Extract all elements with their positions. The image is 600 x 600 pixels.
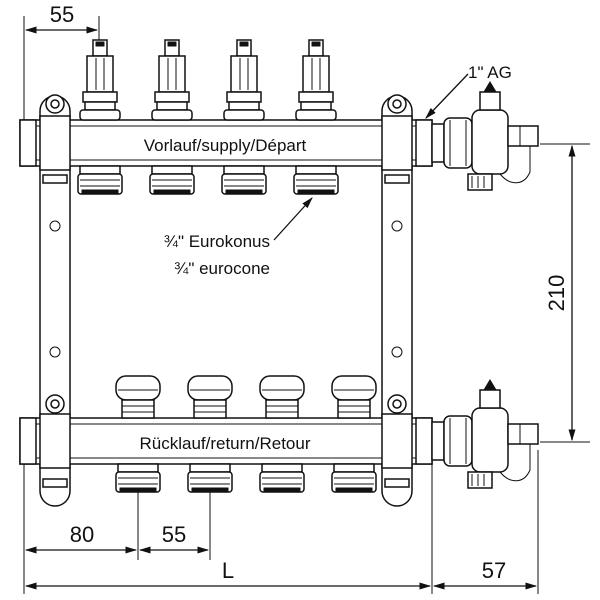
supply-bar <box>19 119 433 167</box>
dimension-label-L: L <box>222 558 234 583</box>
eurocone-label-de: ¾" Eurokonus <box>164 232 270 251</box>
return-outlet <box>331 463 377 493</box>
thread-label: 1" AG <box>468 63 512 82</box>
dimension-label-80: 80 <box>70 522 94 547</box>
supply-outlet <box>149 165 195 195</box>
dimension-label-top-55: 55 <box>50 2 74 27</box>
left-bracket <box>39 94 71 507</box>
thread-callout: 1" AG <box>425 63 512 119</box>
dimension-top-55: 55 <box>23 2 100 120</box>
return-cap <box>115 375 161 419</box>
eurocone-label-en: ¾" eurocone <box>174 259 270 278</box>
dimension-label-210: 210 <box>544 275 569 312</box>
return-cap <box>331 375 377 419</box>
dimension-bottom-80: 80 <box>23 464 139 594</box>
return-cap <box>187 375 233 419</box>
ball-valve-supply <box>431 81 539 191</box>
return-label: Rücklauf/return/Retour <box>139 434 310 453</box>
return-outlet <box>259 463 305 493</box>
return-cap <box>259 375 305 419</box>
supply-outlet <box>221 165 267 195</box>
supply-label: Vorlauf/supply/Départ <box>144 136 307 155</box>
dimension-valve-57: 57 <box>432 450 539 594</box>
dimension-label-55: 55 <box>162 522 186 547</box>
supply-outlet <box>77 165 123 195</box>
dimension-length-L: L <box>24 464 433 594</box>
supply-outlet <box>293 165 339 195</box>
top-valve <box>151 39 193 121</box>
ball-valve-return <box>431 379 539 489</box>
eurocone-callout: ¾" Eurokonus ¾" eurocone <box>164 197 313 278</box>
bracket-front-plates <box>39 115 413 469</box>
dimension-height-210: 210 <box>540 143 590 443</box>
return-outlet <box>115 463 161 493</box>
right-bracket <box>381 94 413 507</box>
top-valve <box>79 39 121 121</box>
top-valve <box>295 39 337 121</box>
return-outlet <box>187 463 233 493</box>
top-valve <box>223 39 265 121</box>
dimension-bottom-55: 55 <box>138 492 211 560</box>
dimension-label-57: 57 <box>482 558 506 583</box>
